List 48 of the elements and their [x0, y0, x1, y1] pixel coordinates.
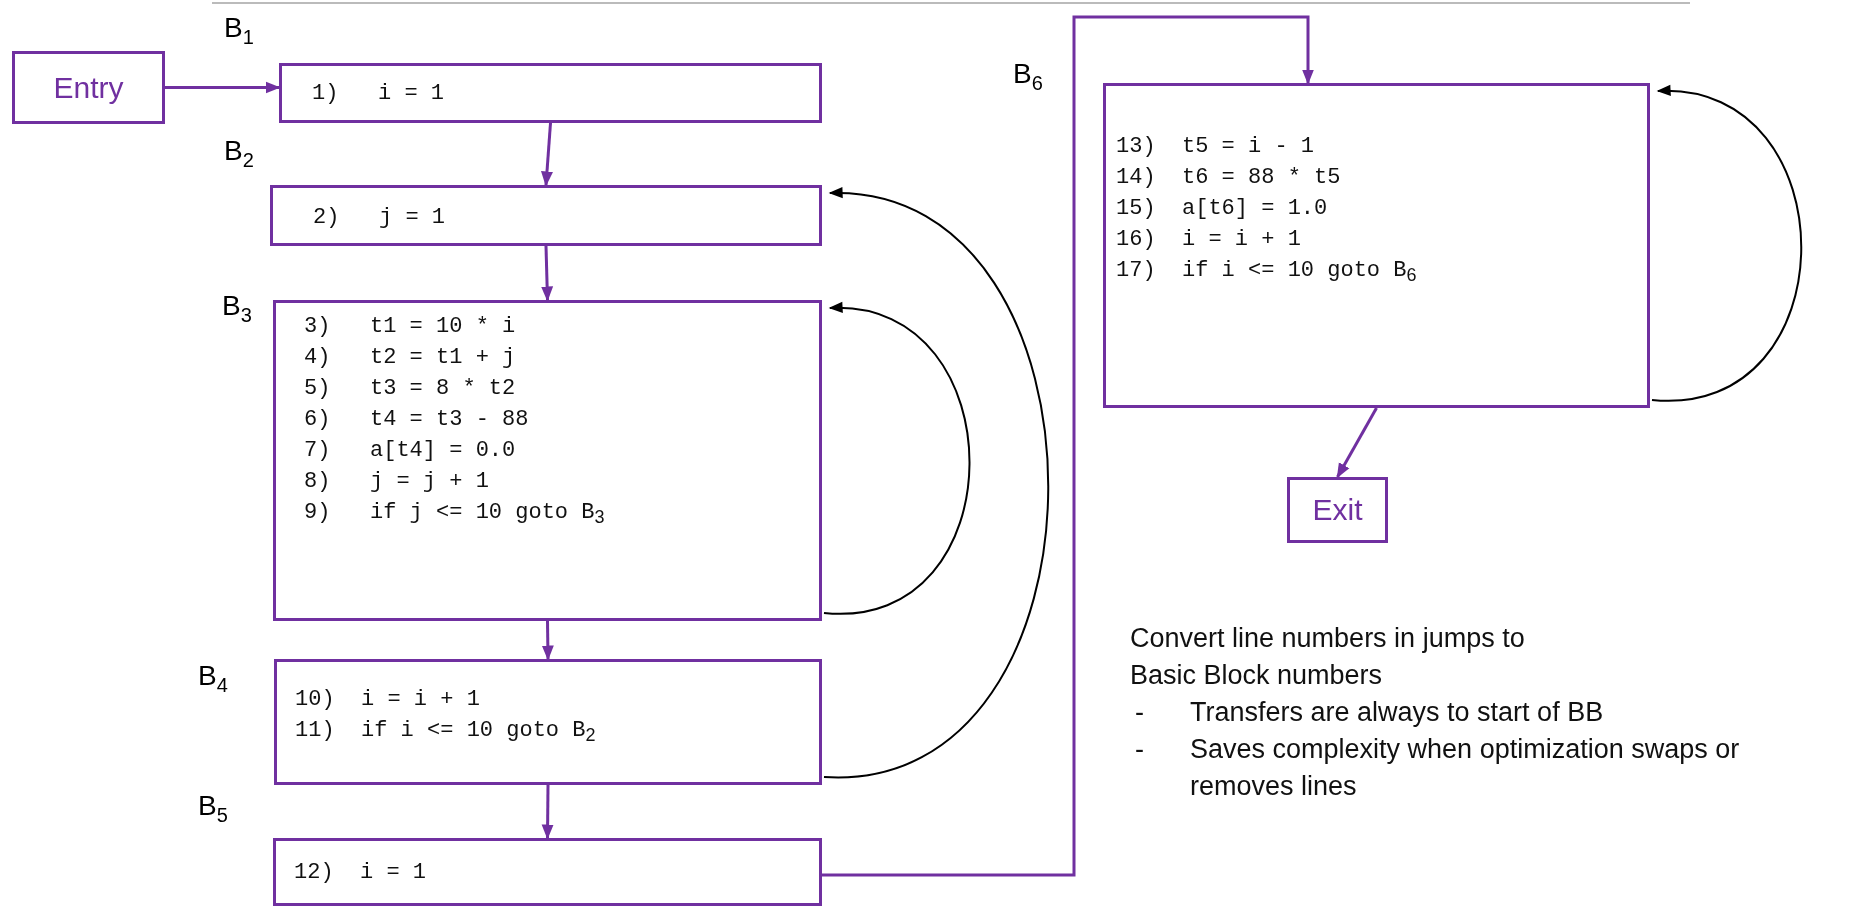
- arrow: [541, 620, 554, 661]
- code-line: 5) t3 = 8 * t2: [304, 375, 516, 403]
- terminal-box: [12, 51, 165, 124]
- loop-arrow: [1651, 86, 1803, 401]
- code-line: 6) t4 = t3 - 88: [304, 406, 529, 434]
- arrow: [1336, 407, 1378, 479]
- block-label: B$_{5}$: [198, 790, 228, 827]
- code-line: 16) i = i + 1: [1116, 226, 1301, 254]
- bullet-dash: -: [1135, 696, 1145, 729]
- arrow: [165, 81, 281, 94]
- basic-block-box: [279, 63, 822, 123]
- code-line: 15) a[t6] = 1.0: [1116, 195, 1328, 223]
- note-text: Saves complexity when optimization swaps or removes lines: [1190, 733, 1741, 803]
- code-line: 17) if i <= 10 goto B$_{6}$: [1116, 257, 1417, 288]
- block-label: B$_{4}$: [198, 660, 228, 697]
- code-line: 7) a[t4] = 0.0: [304, 437, 516, 465]
- arrow: [823, 189, 1050, 778]
- code-line: 9) if j <= 10 goto B$_{3}$: [304, 499, 605, 530]
- code-line: 14) t6 = 88 * t5: [1116, 164, 1341, 192]
- block-label: B$_{6}$: [1013, 58, 1043, 95]
- arrow: [822, 15, 1314, 877]
- note-text: Convert line numbers in jumps to Basic Block numbers: [1130, 622, 1526, 692]
- code-line: 11) if i <= 10 goto B$_{2}$: [295, 717, 596, 748]
- basic-block-box: [270, 185, 822, 246]
- terminal-label: Entry: [52, 70, 125, 105]
- code-line: 10) i = i + 1: [295, 686, 480, 714]
- terminal-box: [1287, 477, 1388, 543]
- code-line: 13) t5 = i - 1: [1116, 133, 1315, 161]
- code-line: 1) i = 1: [312, 80, 445, 108]
- basic-block-box: [273, 838, 822, 906]
- basic-block-box: [274, 659, 822, 785]
- code-line: 2) j = 1: [313, 204, 446, 232]
- arrow: [541, 785, 554, 840]
- note-text: Transfers are always to start of BB: [1190, 696, 1605, 729]
- block-label: B$_{1}$: [224, 12, 254, 49]
- basic-block-box: [273, 300, 822, 621]
- basic-block-box: [1103, 83, 1650, 408]
- terminal-label: Exit: [1311, 493, 1364, 527]
- code-line: 8) j = j + 1: [304, 468, 489, 496]
- code-line: 3) t1 = 10 * i: [304, 313, 516, 341]
- bullet-dash: -: [1135, 733, 1145, 766]
- arrow: [541, 122, 553, 187]
- code-line: 12) i = 1: [294, 859, 427, 887]
- block-label: B$_{3}$: [222, 290, 252, 327]
- block-label: B$_{2}$: [224, 135, 254, 172]
- code-line: 4) t2 = t1 + j: [304, 344, 516, 372]
- loop-arrow: [823, 303, 971, 614]
- arrow: [541, 245, 554, 302]
